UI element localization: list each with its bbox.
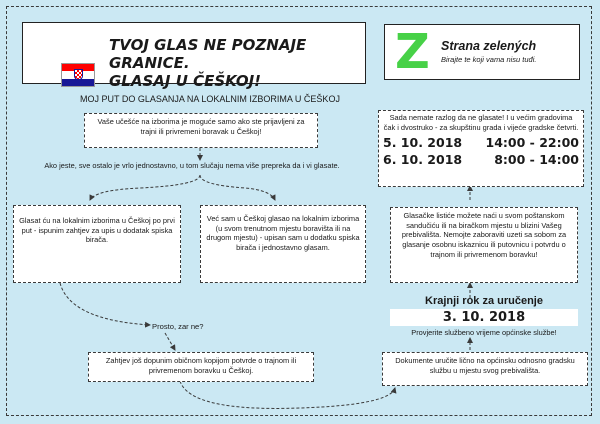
deadline-date: 3. 10. 2018 [390, 309, 578, 326]
croatian-flag-icon [61, 63, 95, 87]
party-logo-box: Z Strana zelených Birajte te koji vama n… [384, 24, 580, 80]
title-line-2: GLASAJ U ČEŠKOJ! [109, 72, 261, 90]
voting-days-box: Sada nemate razlog da ne glasate! I u ve… [378, 110, 584, 187]
page-frame [6, 6, 592, 416]
arrow-split-right [199, 174, 276, 201]
simple-text: Prosto, zar ne? [152, 322, 204, 331]
attach-box: Zahtjev još dopunim običnom kopijom potv… [88, 352, 314, 382]
voting-day-2-date: 6. 10. 2018 [383, 151, 463, 167]
arrow-first-to-simple [59, 282, 151, 328]
title-line-1: TVOJ GLAS NE POZNAJE GRANICE. [109, 36, 307, 72]
arrow-split-left [89, 174, 201, 201]
already-voted-box: Već sam u Češkoj glasao na lokalnim izbo… [200, 205, 366, 283]
deadline-block: Krajnji rok za uručenje 3. 10. 2018 Prov… [384, 295, 584, 337]
no-reason-text: Sada nemate razlog da ne glasate! I u ve… [383, 113, 579, 132]
ballots-box: Glasačke listiće možete naći u svom pošt… [390, 207, 578, 283]
diagram-heading: MOJ PUT DO GLASANJA NA LOKALNIM IZBORIMA… [80, 94, 340, 104]
party-name: Strana zelených [441, 39, 537, 53]
deliver-box: Dokumente uručite lično na općinsku odno… [382, 352, 588, 386]
voting-day-2-time: 8:00 - 14:00 [494, 151, 579, 167]
voting-day-1-time: 14:00 - 22:00 [485, 135, 579, 151]
arrow-simple-to-attach [164, 332, 176, 351]
title-banner: TVOJ GLAS NE POZNAJE GRANICE. GLASAJ U Č… [22, 22, 366, 90]
party-logo-z-icon: Z [395, 24, 430, 80]
deadline-note: Provjerite službeno vrijeme općinske slu… [411, 328, 557, 337]
intro-box: Vaše učešće na izborima je moguće samo a… [84, 113, 318, 148]
party-slogan: Birajte te koji vama nisu tuđi. [441, 55, 537, 64]
voting-day-2: 6. 10. 2018 8:00 - 14:00 [383, 152, 579, 168]
voting-day-1: 5. 10. 2018 14:00 - 22:00 [383, 135, 579, 151]
arrow-attach-to-deliver [179, 380, 397, 409]
conditions-text: Ako jeste, sve ostalo je vrlo jednostavn… [44, 161, 340, 170]
voting-day-1-date: 5. 10. 2018 [383, 135, 463, 151]
first-time-box: Glasat ću na lokalnim izborima u Češkoj … [13, 205, 181, 283]
deadline-title: Krajnji rok za uručenje [425, 295, 543, 307]
